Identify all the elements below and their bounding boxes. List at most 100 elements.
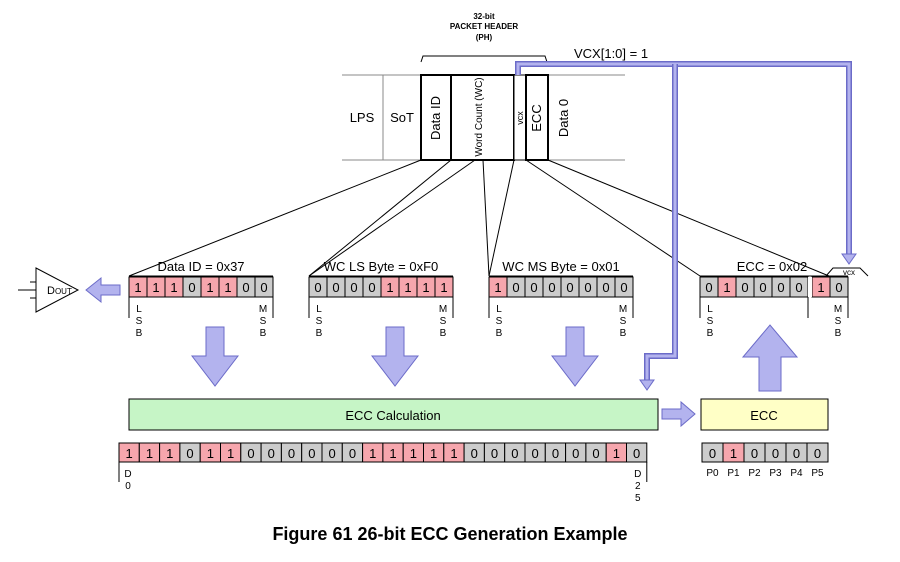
- d25-letter: 5: [635, 493, 641, 504]
- vcx-tag: [825, 267, 869, 277]
- bit-value: 0: [705, 280, 712, 295]
- bit-value: 1: [817, 280, 824, 295]
- lsb-letter: B: [136, 328, 143, 339]
- d-bit-value: 0: [349, 446, 356, 461]
- p-bit-value: 0: [709, 446, 716, 461]
- down-arrow-1-icon: [190, 326, 240, 387]
- field-ecc-label: ECC: [529, 104, 544, 131]
- fan-lines: [128, 159, 830, 277]
- d-bit-value: 0: [532, 446, 539, 461]
- ecc-calculation-box: [128, 398, 659, 431]
- bit-value: 1: [404, 280, 411, 295]
- d-bit-value: 0: [511, 446, 518, 461]
- bit-value: 0: [260, 280, 267, 295]
- lsb-letter: S: [316, 316, 323, 327]
- msb-letter: S: [260, 316, 267, 327]
- vcx-gap: [808, 277, 812, 297]
- bit-value: 1: [224, 280, 231, 295]
- msb-letter: S: [620, 316, 627, 327]
- bit-value: 0: [602, 280, 609, 295]
- bit-value: 0: [368, 280, 375, 295]
- lsb-letter: L: [496, 304, 502, 315]
- strip-lps-sot: [382, 74, 422, 161]
- bit-value: 0: [566, 280, 573, 295]
- d-bit-value: 1: [613, 446, 620, 461]
- d-bit-value: 0: [288, 446, 295, 461]
- lsb-letter: L: [707, 304, 713, 315]
- d-bit-value: 0: [247, 446, 254, 461]
- bit-value: 0: [741, 280, 748, 295]
- d-bit-value: 1: [227, 446, 234, 461]
- field-ecc: [525, 74, 549, 161]
- msb-letter: M: [439, 304, 447, 315]
- field-data0-label: Data 0: [556, 99, 571, 137]
- p-bit-value: 1: [730, 446, 737, 461]
- dout-buffer-icon: [18, 267, 80, 313]
- bit-value: 1: [494, 280, 501, 295]
- d-bit-value: 1: [146, 446, 153, 461]
- ecc-box-label: ECC: [750, 408, 777, 423]
- d-bit-value: 1: [126, 446, 133, 461]
- header-title-label: PACKET HEADER: [450, 22, 519, 31]
- field-vcx-label: vcx: [515, 111, 525, 125]
- d-bit-value: 1: [166, 446, 173, 461]
- register-label: ECC = 0x02: [737, 259, 807, 274]
- ecc-box: [700, 398, 829, 431]
- vcx-tag-label: vcx: [843, 268, 855, 277]
- down-arrow-3-icon: [550, 326, 600, 387]
- bit-value: 1: [152, 280, 159, 295]
- msb-letter: B: [260, 328, 267, 339]
- bit-value: 0: [350, 280, 357, 295]
- bit-value: 0: [548, 280, 555, 295]
- d-bit-value: 0: [552, 446, 559, 461]
- field-word-count: [450, 74, 515, 161]
- d-bit-value: 1: [207, 446, 214, 461]
- figure-caption: Figure 61 26-bit ECC Generation Example: [272, 524, 628, 544]
- bit-value: 0: [242, 280, 249, 295]
- bit-value: 1: [386, 280, 393, 295]
- d-bit-value: 0: [268, 446, 275, 461]
- msb-letter: M: [619, 304, 627, 315]
- msb-letter: M: [259, 304, 267, 315]
- dout-label-main: D: [47, 285, 55, 297]
- p-bit-label: P5: [811, 468, 824, 479]
- d-bit-cell: [626, 442, 648, 463]
- header-bits-label: 32-bit: [473, 12, 495, 21]
- d-bit-value: 1: [389, 446, 396, 461]
- d-bit-value: 1: [430, 446, 437, 461]
- lsb-letter: S: [707, 316, 714, 327]
- lsb-letter: L: [316, 304, 322, 315]
- dout-label-sub: OUT: [55, 287, 72, 296]
- up-arrow-icon: [741, 324, 799, 392]
- lsb-letter: B: [316, 328, 323, 339]
- p-bit-cell: [806, 442, 829, 463]
- p-bit-label: P1: [727, 468, 740, 479]
- p-bit-value: 0: [772, 446, 779, 461]
- bit-value: 1: [170, 280, 177, 295]
- d-bit-value: 1: [369, 446, 376, 461]
- arrows: [85, 276, 799, 428]
- header-abbr-label: (PH): [476, 33, 493, 42]
- d25-letter: 2: [635, 481, 641, 492]
- register-label: WC MS Byte = 0x01: [502, 259, 619, 274]
- bit-value: 0: [777, 280, 784, 295]
- right-arrow-icon: [661, 400, 696, 428]
- d-bit-value: 0: [592, 446, 599, 461]
- p-bit-value: 0: [793, 446, 800, 461]
- msb-letter: B: [440, 328, 447, 339]
- vcx-calc-arrow-icon: [639, 379, 655, 391]
- p-bit-value: 0: [751, 446, 758, 461]
- msb-letter: S: [440, 316, 447, 327]
- d-bit-value: 0: [572, 446, 579, 461]
- bit-value: 0: [759, 280, 766, 295]
- d-bit-value: 0: [308, 446, 315, 461]
- bit-value: 1: [206, 280, 213, 295]
- field-data-id-label: Data ID: [428, 96, 443, 140]
- msb-letter: B: [835, 328, 842, 339]
